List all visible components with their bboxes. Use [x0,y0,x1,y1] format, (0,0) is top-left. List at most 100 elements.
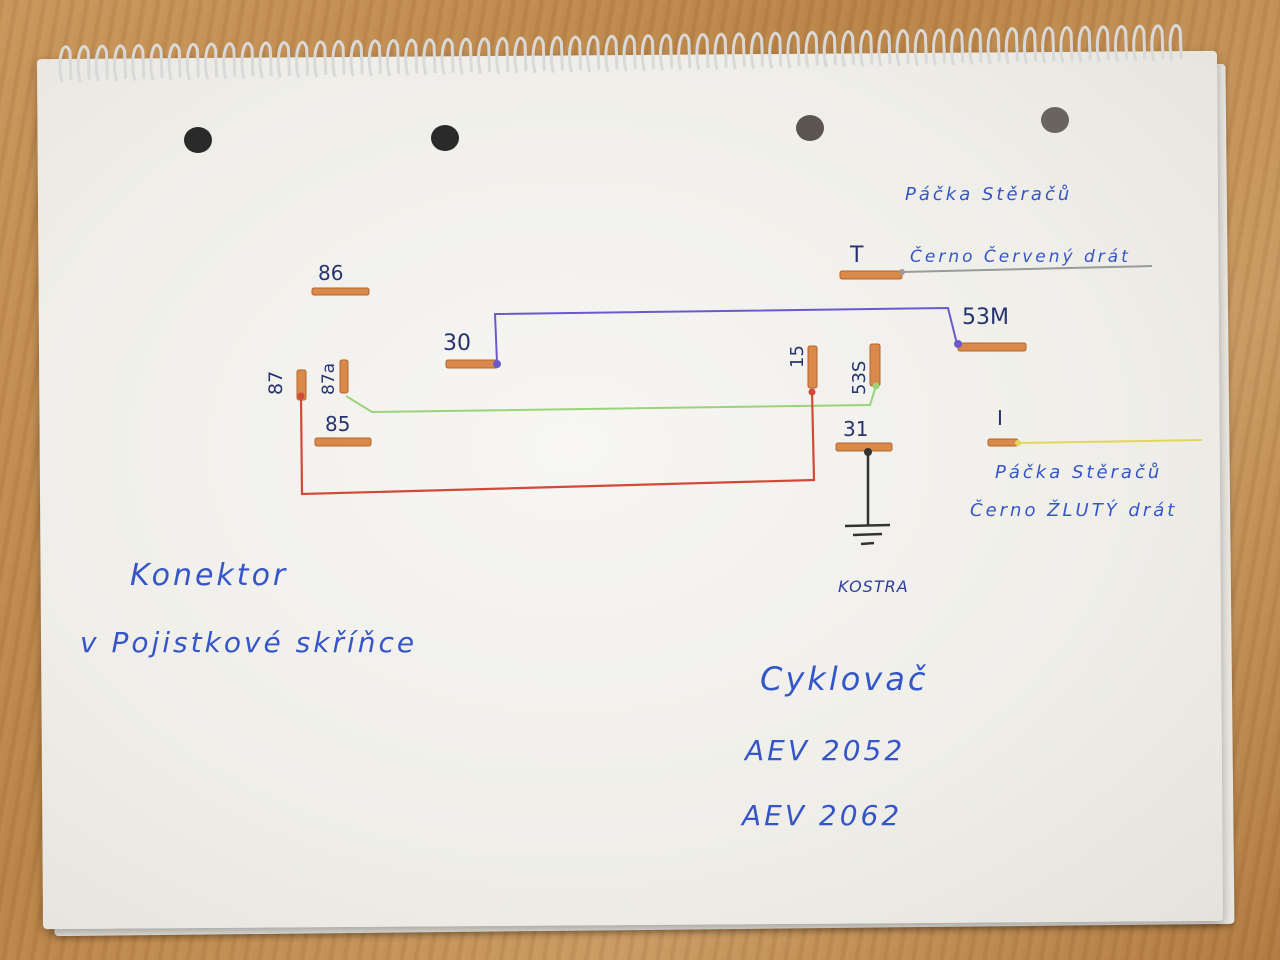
spiral-coil [349,39,364,77]
spiral-coil [276,41,291,79]
connector-title: Konektor [130,558,288,593]
spiral-coil [185,42,200,80]
spiral-coil [567,35,583,73]
spiral-coil [931,28,947,66]
terminals [296,270,1027,452]
model-number-1: AEV 2052 [743,734,905,767]
spiral-coil [640,34,655,72]
spiral-coil [476,37,492,75]
connector-location: v Pojistkové skříňce [80,626,417,659]
terminal-30 [445,359,499,369]
spiral-coil [695,33,710,71]
terminal-87a [339,359,349,394]
spiral-coil [1095,25,1110,63]
wire-red [299,389,816,496]
spiral-coil [367,39,382,77]
terminal-86 [311,287,370,296]
spiral-coil [240,41,255,79]
spiral-coil [458,37,473,75]
spiral-coil [422,38,437,76]
pin-label-53s: 53S [849,361,870,395]
spiral-coil [1113,24,1129,63]
spiral-coil [877,29,892,67]
spiral-coil [203,42,219,80]
terminal-53s [869,343,881,387]
spiral-coil [713,32,728,70]
wiper-bottom-wire: Černo ŽLUTÝ drát [970,499,1177,521]
model-number-2: AEV 2062 [740,799,902,832]
terminal-I [987,438,1019,447]
spiral-coil [404,38,419,76]
spiral-coil [167,43,182,81]
punch-holes [184,107,1069,153]
terminal-53m [957,342,1027,352]
spiral-coil [331,40,346,78]
spiral-coil [586,35,601,73]
ground-label: KOSTRA [838,577,909,596]
spiral-coil [1041,26,1056,64]
spiral-coil [749,31,765,70]
spiral-coil [840,30,856,68]
spiral-binding [58,23,1183,83]
spiral-coil [94,44,109,82]
spiral-coil [112,44,128,82]
wires [299,265,1203,526]
pin-label-85: 85 [325,412,350,436]
spiral-coil [658,33,674,71]
spiral-coil [604,34,619,72]
spiral-coil [731,32,746,70]
spiral-coil [440,37,455,76]
wire-yellow [1017,439,1203,444]
pin-labels: 86 30 87 87a 85 15 53S 31 T 53M I [265,243,1009,441]
spiral-coil [622,34,637,72]
spiral-coil [1004,27,1019,65]
terminal-85 [314,437,372,447]
spiral-coil [822,30,837,68]
spiral-coil [986,27,1001,65]
terminal-87 [296,369,307,401]
spiral-coil [149,43,164,81]
spiral-coil [549,35,564,73]
spiral-coil [294,40,310,78]
wiper-bottom-title: Páčka Stěračů [995,462,1162,483]
pin-label-86: 86 [318,261,343,285]
spiral-coil [1077,25,1092,63]
model-title: Cyklovač [760,660,928,698]
spiral-coil [968,27,983,65]
wire-gray [901,265,1153,273]
spiral-coil [1022,26,1038,64]
pin-label-I: I [997,406,1003,430]
spiral-coil [131,43,146,81]
spiral-coil [258,41,273,79]
spiral-coil [58,45,73,83]
spiral-coil [768,31,783,69]
spiral-coil [895,29,910,67]
ground-symbol [844,523,891,546]
spiral-coil [313,40,328,78]
terminal-T [839,270,903,280]
pin-label-87a: 87a [319,363,339,395]
spiral-coil [786,31,801,69]
spiral-coil [1150,24,1165,62]
spiral-coil [1132,24,1147,62]
connection-dots [297,269,1021,456]
spiral-coil [1059,26,1074,64]
pin-label-T: T [849,243,864,268]
spiral-coil [385,38,401,77]
pin-label-87: 87 [265,371,287,395]
pin-label-31: 31 [843,417,868,441]
spiral-coil [495,36,510,74]
spiral-coil [222,42,237,80]
wire-green [345,385,877,414]
spiral-coil [531,36,546,74]
terminal-15 [807,345,818,389]
pin-label-15: 15 [787,345,808,368]
spiral-coil [913,28,928,66]
handwritten-notes: Páčka Stěračů Černo Červený drát Páčka S… [80,184,1177,832]
spiral-coil [950,28,965,66]
terminal-31 [835,442,893,452]
spiral-coil [76,44,91,83]
pin-label-30: 30 [443,331,471,356]
spiral-coil [804,30,819,69]
